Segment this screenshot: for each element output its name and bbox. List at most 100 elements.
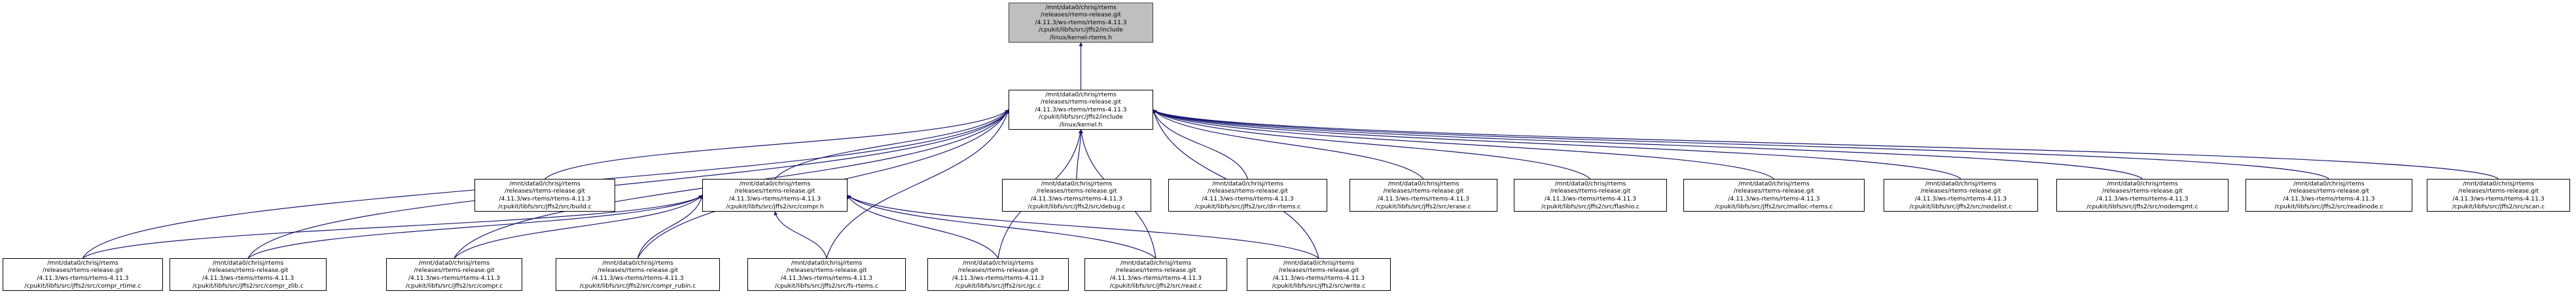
graph-node-line: /releases/rtems-release.git — [1041, 98, 1121, 106]
graph-node-line: /mnt/data0/chrisj/rtems — [2107, 180, 2178, 187]
graph-node[interactable]: /mnt/data0/chrisj/rtems/releases/rtems-r… — [1084, 258, 1227, 291]
graph-node-root[interactable]: /mnt/data0/chrisj/rtems/releases/rtems-r… — [1009, 3, 1153, 43]
graph-node-line: /mnt/data0/chrisj/rtems — [1041, 180, 1113, 187]
graph-node-line: /4.11.3/ws-rtems/rtems-4.11.3 — [37, 275, 129, 282]
graph-node-line: /mnt/data0/chrisj/rtems — [2293, 180, 2365, 187]
graph-node[interactable]: /mnt/data0/chrisj/rtems/releases/rtems-r… — [702, 179, 848, 212]
graph-node-line: /releases/rtems-release.git — [1550, 187, 1631, 195]
graph-edge — [1153, 109, 2499, 180]
graph-node-line: /mnt/data0/chrisj/rtems — [1283, 259, 1355, 267]
graph-node-line: /4.11.3/ws-rtems/rtems-4.11.3 — [1544, 195, 1637, 202]
graph-node-line: /mnt/data0/chrisj/rtems — [1387, 180, 1459, 187]
graph-edge — [545, 109, 1009, 180]
graph-edge — [1153, 109, 1591, 180]
graph-node-line: /mnt/data0/chrisj/rtems — [1212, 180, 1283, 187]
graph-node[interactable]: /mnt/data0/chrisj/rtems/releases/rtems-r… — [474, 179, 615, 212]
graph-node-line: /mnt/data0/chrisj/rtems — [1554, 180, 1626, 187]
graph-node[interactable]: /mnt/data0/chrisj/rtems/releases/rtems-r… — [1514, 179, 1667, 212]
graph-node[interactable]: /mnt/data0/chrisj/rtems/releases/rtems-r… — [1683, 179, 1865, 212]
graph-node-line: /4.11.3/ws-rtems/rtems-4.11.3 — [1035, 18, 1127, 26]
graph-node-line: /cpukit/libfs/src/jffs2/src/build.c — [498, 202, 592, 210]
graph-node-line: /4.11.3/ws-rtems/rtems-4.11.3 — [408, 275, 501, 282]
graph-node-line: /cpukit/libfs/src/jffs2/include — [1039, 113, 1123, 121]
graph-node-line: /cpukit/libfs/src/jffs2/src/compr_zlib.c — [192, 282, 304, 290]
graph-node-line: /4.11.3/ws-rtems/rtems-4.11.3 — [202, 275, 295, 282]
graph-edge — [1076, 129, 1083, 180]
graph-node[interactable]: /mnt/data0/chrisj/rtems/releases/rtems-r… — [1168, 179, 1327, 212]
graph-node[interactable]: /mnt/data0/chrisj/rtems/releases/rtems-r… — [2245, 179, 2412, 212]
graph-edge — [247, 109, 1009, 259]
graph-edge — [1153, 109, 1774, 180]
graph-node-line: /mnt/data0/chrisj/rtems — [212, 259, 284, 267]
graph-node-line: /cpukit/libfs/src/jffs2/src/compr_rtime.… — [24, 282, 141, 290]
graph-edge — [847, 195, 999, 259]
graph-node-line: /cpukit/libfs/src/jffs2/src/nodemgmt.c — [2086, 202, 2198, 210]
graph-node[interactable]: /mnt/data0/chrisj/rtems/releases/rtems-r… — [1247, 258, 1391, 291]
graph-node-line: /releases/rtems-release.git — [1115, 267, 1196, 275]
graph-node-line: /releases/rtems-release.git — [43, 267, 123, 275]
graph-node-line: /mnt/data0/chrisj/rtems — [1738, 180, 1810, 187]
graph-node-line: /cpukit/libfs/src/jffs2/src/readinode.c — [2274, 202, 2384, 210]
graph-node-line: /releases/rtems-release.git — [1920, 187, 2001, 195]
graph-node-line: /releases/rtems-release.git — [1208, 187, 1288, 195]
graph-node[interactable]: /mnt/data0/chrisj/rtems/releases/rtems-r… — [3, 258, 163, 291]
graph-node-line: /releases/rtems-release.git — [2102, 187, 2183, 195]
graph-node-line: /4.11.3/ws-rtems/rtems-4.11.3 — [592, 275, 684, 282]
graph-node-line: /mnt/data0/chrisj/rtems — [602, 259, 673, 267]
graph-edge — [1152, 109, 1249, 180]
graph-node-line: /4.11.3/ws-rtems/rtems-4.11.3 — [1202, 195, 1294, 202]
graph-node-line: /4.11.3/ws-rtems/rtems-4.11.3 — [1035, 105, 1127, 113]
graph-node-line: /4.11.3/ws-rtems/rtems-4.11.3 — [952, 275, 1045, 282]
graph-node[interactable]: /mnt/data0/chrisj/rtems/releases/rtems-r… — [1884, 179, 2038, 212]
graph-node-line: /cpukit/libfs/src/jffs2/src/flashio.c — [1541, 202, 1640, 210]
edge-group — [82, 42, 2499, 259]
graph-node[interactable]: /mnt/data0/chrisj/rtems/releases/rtems-r… — [2056, 179, 2228, 212]
graph-edge — [774, 211, 827, 259]
graph-node-line: /cpukit/libfs/src/jffs2/src/fs-rtems.c — [774, 282, 879, 290]
graph-node-line: /cpukit/libfs/src/jffs2/src/compr.h — [726, 202, 824, 210]
graph-node[interactable]: /mnt/data0/chrisj/rtems/releases/rtems-r… — [1009, 90, 1153, 130]
graph-node-line: /mnt/data0/chrisj/rtems — [1925, 180, 1997, 187]
graph-edge — [637, 195, 704, 259]
graph-node-line: /4.11.3/ws-rtems/rtems-4.11.3 — [728, 195, 821, 202]
graph-node-line: /cpukit/libfs/src/jffs2/src/dir-rtems.c — [1194, 202, 1301, 210]
graph-node-line: /mnt/data0/chrisj/rtems — [739, 180, 811, 187]
graph-node-line: /cpukit/libfs/src/jffs2/src/scan.c — [2452, 202, 2545, 210]
graph-node-line: /linux/kernel.h — [1059, 121, 1103, 128]
graph-node-line: /releases/rtems-release.git — [1278, 267, 1359, 275]
graph-node[interactable]: /mnt/data0/chrisj/rtems/releases/rtems-r… — [2427, 179, 2570, 212]
graph-node-line: /releases/rtems-release.git — [734, 187, 815, 195]
graph-node[interactable]: /mnt/data0/chrisj/rtems/releases/rtems-r… — [170, 258, 327, 291]
graph-node-line: /cpukit/libfs/src/jffs2/src/malloc-rtems… — [1715, 202, 1833, 210]
graph-node-line: /mnt/data0/chrisj/rtems — [418, 259, 490, 267]
graph-node-line: /4.11.3/ws-rtems/rtems-4.11.3 — [1272, 275, 1365, 282]
graph-node-line: /mnt/data0/chrisj/rtems — [509, 180, 581, 187]
graph-node-line: /releases/rtems-release.git — [414, 267, 495, 275]
graph-node-line: /mnt/data0/chrisj/rtems — [791, 259, 863, 267]
graph-node-line: /linux/kernel-rtems.h — [1049, 33, 1113, 41]
graph-node-line: /4.11.3/ws-rtems/rtems-4.11.3 — [499, 195, 591, 202]
graph-edge — [774, 109, 1009, 180]
graph-node[interactable]: /mnt/data0/chrisj/rtems/releases/rtems-r… — [556, 258, 720, 291]
graph-node[interactable]: /mnt/data0/chrisj/rtems/releases/rtems-r… — [1350, 179, 1497, 212]
graph-edge — [1153, 109, 2143, 180]
graph-node-line: /releases/rtems-release.git — [2458, 187, 2539, 195]
graph-node-line: /cpukit/libfs/src/jffs2/src/nodelist.c — [1909, 202, 2012, 210]
graph-node[interactable]: /mnt/data0/chrisj/rtems/releases/rtems-r… — [386, 258, 522, 291]
graph-node[interactable]: /mnt/data0/chrisj/rtems/releases/rtems-r… — [747, 258, 906, 291]
graph-edge — [826, 109, 1010, 259]
graph-node[interactable]: /mnt/data0/chrisj/rtems/releases/rtems-r… — [1002, 179, 1151, 212]
graph-node-line: /releases/rtems-release.git — [2289, 187, 2369, 195]
graph-edge — [1153, 109, 1961, 180]
graph-node-line: /mnt/data0/chrisj/rtems — [1120, 259, 1192, 267]
graph-node[interactable]: /mnt/data0/chrisj/rtems/releases/rtems-r… — [927, 258, 1069, 291]
graph-node-line: /4.11.3/ws-rtems/rtems-4.11.3 — [2283, 195, 2375, 202]
graph-node-line: /cpukit/libfs/src/jffs2/src/write.c — [1272, 282, 1366, 290]
graph-node-line: /cpukit/libfs/src/jffs2/src/read.c — [1109, 282, 1202, 290]
graph-node-line: /mnt/data0/chrisj/rtems — [47, 259, 118, 267]
graph-node-line: /cpukit/libfs/src/jffs2/src/compr.c — [405, 282, 503, 290]
graph-node-line: /cpukit/libfs/src/jffs2/src/erase.c — [1376, 202, 1471, 210]
graph-node-line: /releases/rtems-release.git — [598, 267, 678, 275]
graph-node-line: /releases/rtems-release.git — [1041, 11, 1121, 19]
